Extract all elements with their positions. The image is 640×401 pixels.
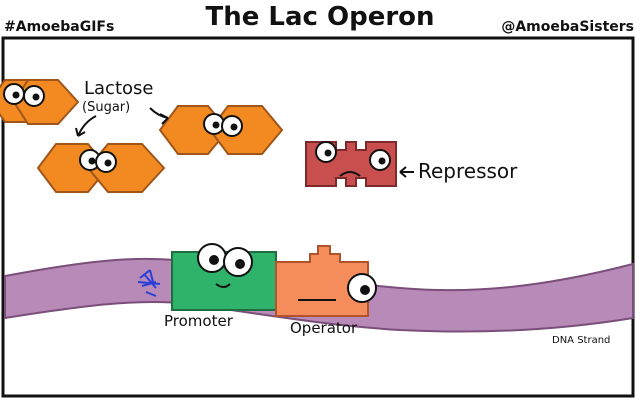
handle-amoebasisters: @AmoebaSisters (501, 19, 634, 35)
page-title: The Lac Operon (205, 2, 435, 32)
lactose-arrow-right (149, 107, 169, 125)
label-dna-strand: DNA Strand (552, 335, 610, 346)
lactose-molecule-2 (36, 143, 166, 193)
promoter-block (171, 243, 277, 311)
hashtag-amoebagifs: #AmoebaGIFs (4, 19, 115, 35)
lactose-arrow-left (75, 115, 97, 137)
label-promoter: Promoter (164, 312, 234, 330)
label-operator: Operator (290, 319, 358, 337)
lactose-molecule-1 (0, 79, 80, 125)
repressor-protein (305, 141, 397, 187)
operator-block (275, 245, 377, 317)
repressor-arrow (399, 166, 414, 178)
polymerase-scribble (137, 269, 161, 297)
panel-frame (1, 36, 635, 398)
label-lactose: Lactose (84, 78, 153, 99)
lactose-molecule-3 (158, 105, 284, 155)
label-repressor: Repressor (418, 159, 518, 183)
label-sugar: (Sugar) (82, 100, 130, 115)
